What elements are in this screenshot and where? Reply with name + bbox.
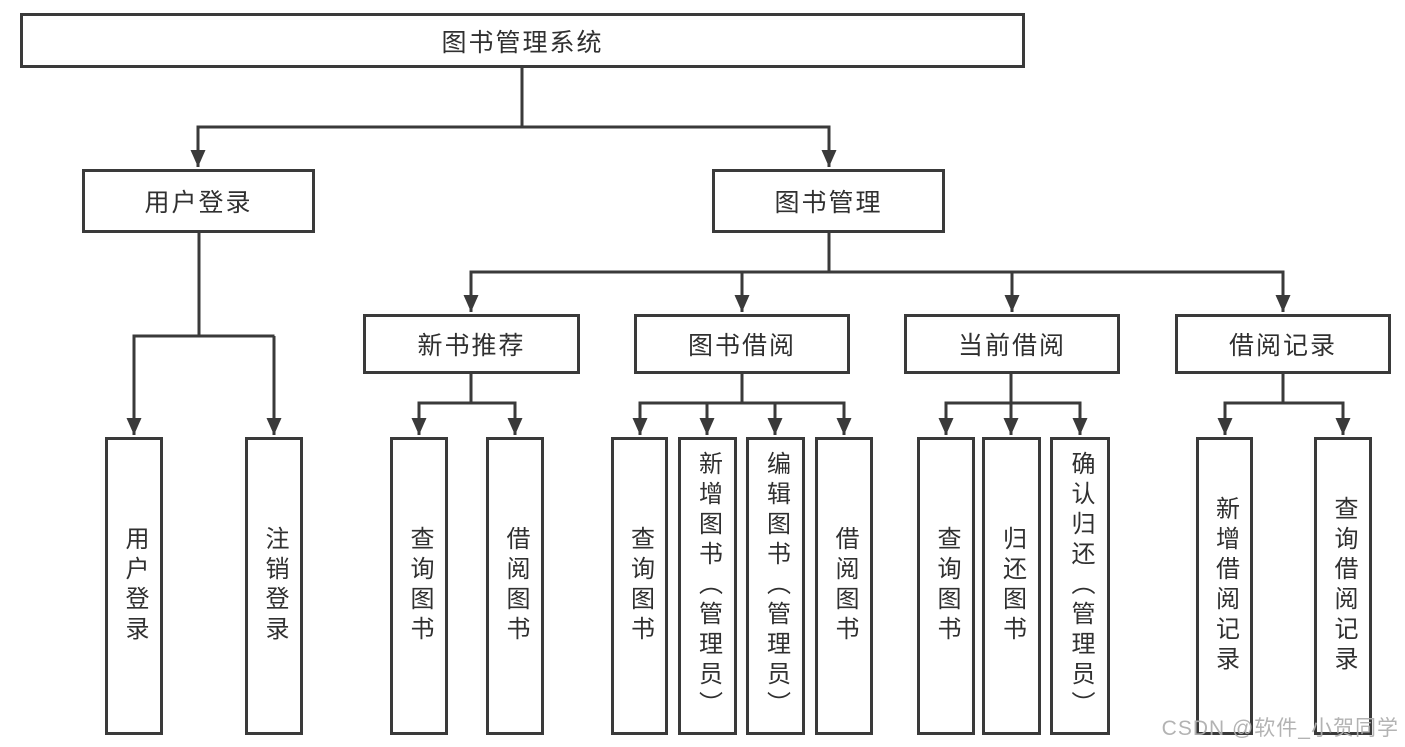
csdn-watermark: CSDN @软件_小贺同学 [1161, 717, 1399, 740]
node-library-system-label: 图书管理系统 [441, 28, 604, 57]
node-borrow-record-label: 借阅记录 [1228, 332, 1337, 360]
node-user-login: 用户登录 [82, 169, 315, 233]
node-leaf-record-query-label: 查询借阅记录 [1330, 496, 1357, 676]
node-leaf-borrow-borrow-label: 借阅图书 [831, 526, 858, 646]
node-library-system: 图书管理系统 [20, 13, 1025, 68]
node-leaf-current-confirm: 确认归还（管理员） [1050, 437, 1110, 735]
node-leaf-borrow-edit: 编辑图书（管理员） [746, 437, 805, 735]
node-borrow-record: 借阅记录 [1175, 314, 1391, 374]
node-book-management-label: 图书管理 [774, 189, 883, 217]
node-new-book-recommend-label: 新书推荐 [417, 332, 526, 360]
node-leaf-record-add: 新增借阅记录 [1196, 437, 1253, 735]
node-leaf-user-login: 用户登录 [105, 437, 163, 735]
node-leaf-current-return-label: 归还图书 [998, 526, 1026, 646]
node-leaf-current-return: 归还图书 [982, 437, 1041, 735]
node-leaf-record-query: 查询借阅记录 [1314, 437, 1372, 735]
node-leaf-user-login-label: 用户登录 [121, 526, 148, 646]
node-leaf-logout: 注销登录 [245, 437, 303, 735]
node-leaf-borrow-add-label: 新增图书（管理员） [694, 451, 722, 721]
node-leaf-recommend-query: 查询图书 [390, 437, 448, 735]
node-current-borrow: 当前借阅 [904, 314, 1120, 374]
node-book-management: 图书管理 [712, 169, 945, 233]
node-leaf-borrow-add: 新增图书（管理员） [678, 437, 737, 735]
node-leaf-recommend-borrow: 借阅图书 [486, 437, 544, 735]
node-leaf-current-query: 查询图书 [917, 437, 975, 735]
node-current-borrow-label: 当前借阅 [957, 332, 1066, 360]
node-new-book-recommend: 新书推荐 [363, 314, 580, 374]
node-leaf-record-add-label: 新增借阅记录 [1211, 496, 1239, 676]
node-leaf-borrow-edit-label: 编辑图书（管理员） [762, 451, 790, 721]
node-leaf-recommend-borrow-label: 借阅图书 [502, 526, 529, 646]
node-leaf-recommend-query-label: 查询图书 [406, 526, 433, 646]
node-user-login-label: 用户登录 [144, 189, 253, 217]
node-leaf-borrow-query: 查询图书 [611, 437, 668, 735]
node-leaf-current-confirm-label: 确认归还（管理员） [1067, 451, 1094, 721]
node-book-borrow: 图书借阅 [634, 314, 850, 374]
node-leaf-logout-label: 注销登录 [261, 526, 288, 646]
node-leaf-borrow-query-label: 查询图书 [626, 526, 654, 646]
node-leaf-current-query-label: 查询图书 [933, 526, 960, 646]
node-book-borrow-label: 图书借阅 [687, 332, 796, 360]
node-leaf-borrow-borrow: 借阅图书 [815, 437, 873, 735]
